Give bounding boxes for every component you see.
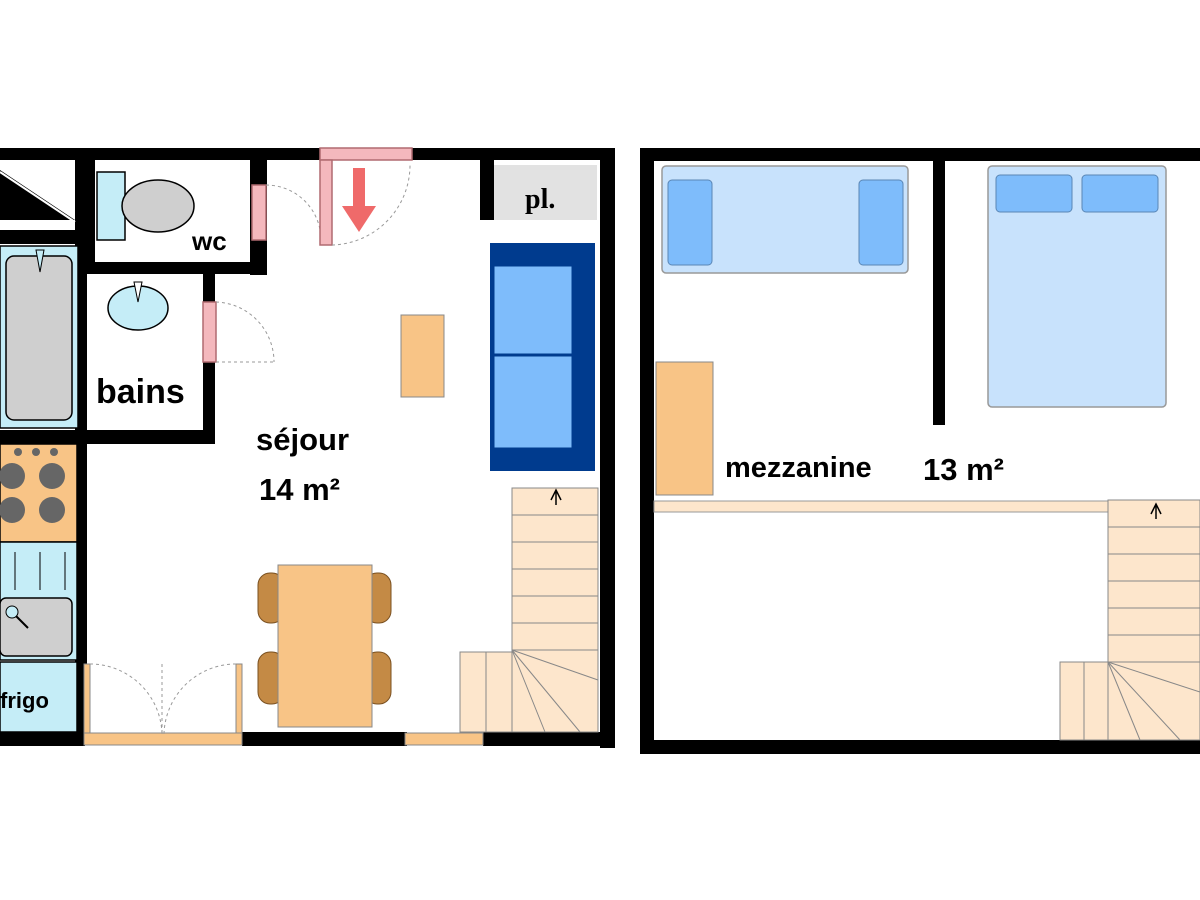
cabinet [655, 361, 714, 496]
pillow [1081, 174, 1159, 213]
entrance-door-leaf [319, 159, 333, 246]
wc-bowl [121, 179, 195, 233]
ground-pl-wall [480, 160, 494, 220]
knob-icon [14, 448, 22, 456]
ground-wc-wall-bottom [75, 262, 267, 274]
burner-icon [39, 497, 65, 523]
burner-icon [0, 497, 25, 523]
double-bed [987, 165, 1167, 408]
ground-floor: pl. wc bains [0, 147, 615, 748]
stair-arrow-icon [550, 488, 562, 505]
patio-door-sill [83, 732, 243, 746]
bath-tap-icon [35, 249, 45, 273]
burner-icon [39, 463, 65, 489]
ground-outer-wall-top-right [410, 148, 615, 160]
entrance-door-jamb [319, 147, 413, 161]
placard [494, 165, 597, 220]
sejour-area: 14 m² [259, 472, 340, 507]
bains-label: bains [96, 373, 185, 411]
mezzanine-floor: mezzanine 13 m² [640, 148, 1200, 754]
knob-icon [50, 448, 58, 456]
mezzanine-label: mezzanine [725, 452, 872, 484]
placard-label: pl. [525, 184, 555, 215]
sofa-cushion [493, 265, 573, 355]
stair-triangle-icon [0, 170, 75, 220]
window [404, 732, 484, 746]
staircase [1059, 499, 1200, 741]
wc-door-leaf [251, 184, 267, 241]
sofa-cushion [493, 355, 573, 449]
bathtub-basin [5, 255, 73, 421]
patio-door-right [235, 663, 243, 735]
entrance-door-swing [331, 164, 411, 246]
stair-arrow-icon [1150, 502, 1162, 519]
sejour-label: séjour [256, 422, 349, 457]
single-bed [661, 165, 909, 274]
fridge [0, 661, 78, 733]
ground-outer-wall-bottom-mid [242, 732, 407, 746]
ground-bains-wall-bottom [0, 430, 215, 444]
bathroom-door-leaf [202, 301, 217, 363]
mezzanine-area: 13 m² [923, 452, 1004, 487]
pillow [995, 174, 1073, 213]
ground-outer-wall-bottom-left [0, 732, 85, 746]
bathroom-door-swing [215, 301, 275, 363]
dining-table [277, 564, 373, 728]
mezz-wall-bottom [640, 740, 1200, 754]
cooktop [0, 443, 78, 543]
mezz-wall-top [640, 148, 1200, 161]
mezz-wall-left [640, 148, 654, 754]
knob-icon [32, 448, 40, 456]
sink-tap-icon [5, 605, 19, 619]
wc-door-swing [265, 184, 322, 241]
wc-tank [96, 171, 126, 241]
frigo-label: frigo [0, 688, 49, 713]
wc-label: wc [191, 226, 227, 256]
burner-icon [0, 463, 25, 489]
ground-wc-wall-left [86, 160, 95, 272]
ground-outer-wall-right [600, 148, 615, 748]
washbasin-tap-icon [133, 281, 143, 303]
mezz-wall-partition [933, 160, 945, 425]
staircase [459, 487, 599, 733]
ground-corner-wall [0, 230, 80, 244]
ground-outer-wall-top [0, 148, 322, 160]
railing [653, 500, 1200, 513]
coffee-table [400, 314, 445, 398]
pillow [667, 179, 713, 266]
pillow [858, 179, 904, 266]
patio-door-left [83, 663, 91, 735]
entrance-arrow-icon [342, 168, 376, 232]
ground-outer-wall-bottom-right [483, 732, 615, 746]
